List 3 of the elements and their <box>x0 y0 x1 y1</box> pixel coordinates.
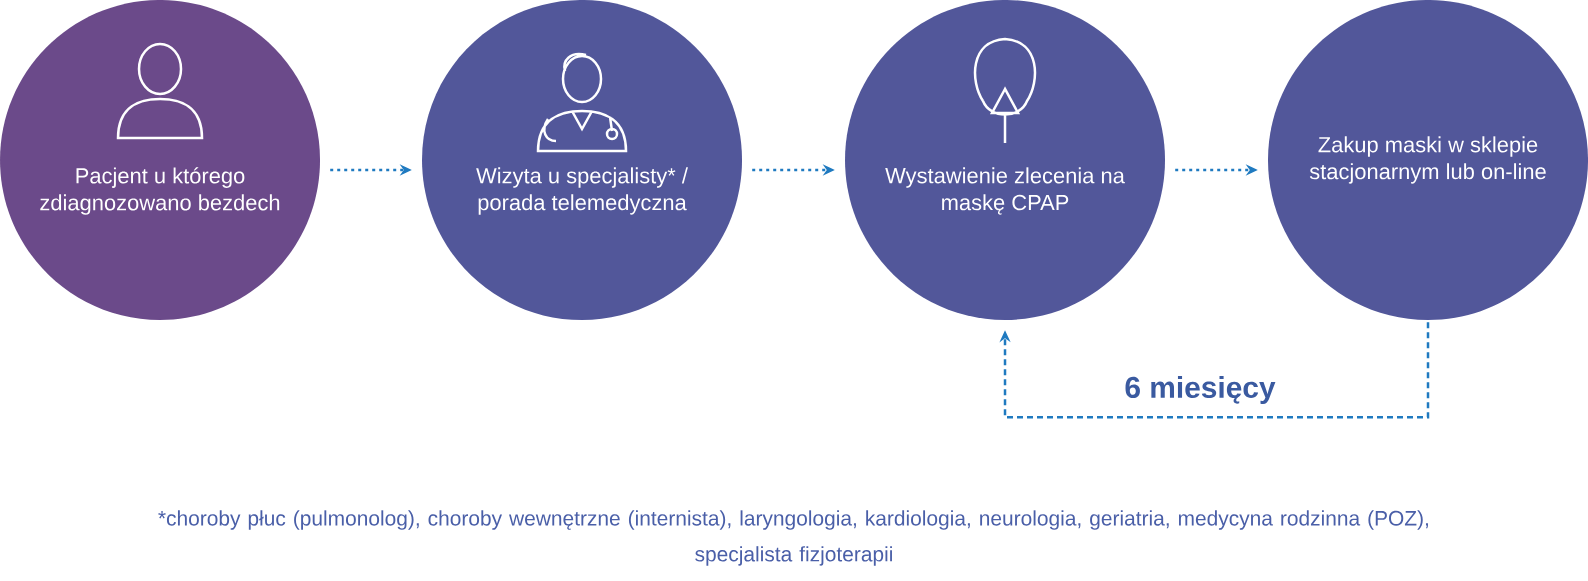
footnote: *choroby płuc (pulmonolog), choroby wewnętrzne (internista), laryngologia, kardiologia, neurologia, geriatria, medycyna rodzinna (POZ), specjalista fizjoterapii <box>158 510 1428 566</box>
edge-label: 6 miesięcy <box>1125 376 1276 404</box>
arrow <box>999 322 1430 419</box>
